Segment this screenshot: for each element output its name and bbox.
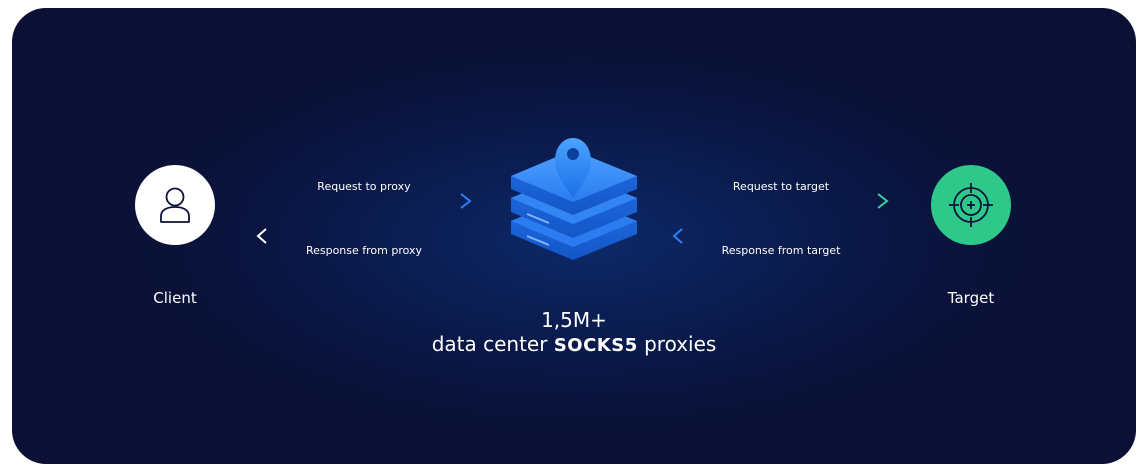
socks5-label: SOCKS5 [553,335,638,356]
request-to-proxy-arrow [257,193,472,209]
proxy-description: data center SOCKS5 proxies [374,332,774,356]
response-from-proxy-label: Response from proxy [305,244,423,257]
proxy-count: 1,5M+ [541,308,607,332]
request-to-target-arrow [674,193,889,209]
target-node [931,165,1011,245]
proxy-description-suffix: proxies [644,332,717,356]
proxy-description-prefix: data center [431,332,548,356]
response-from-target-arrow [672,228,889,244]
proxy-flow-diagram [256,138,889,260]
client-node [135,165,215,245]
diagram-card: Client Target Request to proxy Response … [12,8,1136,464]
crosshair-icon [949,183,993,227]
target-label: Target [947,289,995,307]
response-from-proxy-arrow [256,228,472,244]
request-to-proxy-label: Request to proxy [317,180,411,193]
request-to-target-label: Request to target [732,180,830,193]
server-stack-location-icon [511,138,637,260]
client-label: Client [153,289,197,307]
response-from-target-label: Response from target [721,244,841,257]
user-icon [160,187,190,223]
